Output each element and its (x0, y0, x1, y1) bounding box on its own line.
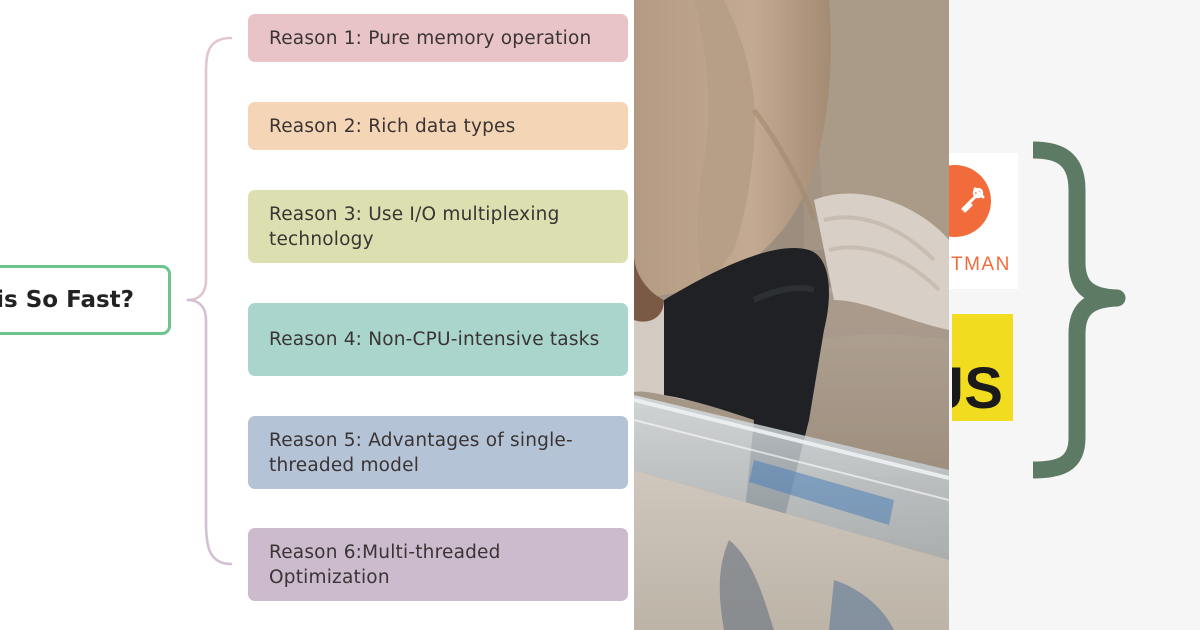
reason-2-node[interactable]: Reason 2: Rich data types (248, 102, 628, 150)
reason-4-label: Reason 4: Non-CPU-intensive tasks (269, 329, 600, 350)
mind-map: is So Fast? Reason 1: Pure memory operat… (0, 14, 628, 601)
reason-6-node[interactable]: Reason 6:Multi-threaded Optimization (248, 528, 628, 601)
postman-rocket-icon (949, 165, 991, 237)
reason-3-label: Reason 3: Use I/O multiplexing technolog… (269, 203, 560, 250)
reason-1-node[interactable]: Reason 1: Pure memory operation (248, 14, 628, 62)
person-on-sofa-photo (634, 0, 949, 630)
postman-wordmark: TMAN (951, 254, 1011, 275)
photo-illustration (634, 0, 949, 630)
reason-4-node[interactable]: Reason 4: Non-CPU-intensive tasks (248, 303, 628, 376)
reason-1-label: Reason 1: Pure memory operation (269, 27, 592, 49)
reason-3-node[interactable]: Reason 3: Use I/O multiplexing technolog… (248, 190, 628, 263)
central-topic-label: is So Fast? (0, 287, 134, 313)
central-topic-node[interactable]: is So Fast? (0, 265, 171, 335)
reason-5-node[interactable]: Reason 5: Advantages of single-threaded … (248, 416, 628, 489)
connector-upper (186, 36, 233, 302)
reason-5-label: Reason 5: Advantages of single-threaded … (269, 429, 573, 476)
javascript-icon: JS (952, 356, 1003, 421)
tool-logos-panel: TMAN JS (949, 0, 1200, 630)
postman-logo: TMAN (949, 153, 1018, 289)
right-brace-icon (1032, 141, 1126, 479)
reason-2-label: Reason 2: Rich data types (269, 115, 516, 137)
reason-6-label: Reason 6:Multi-threaded Optimization (269, 541, 501, 588)
javascript-logo: JS (952, 314, 1013, 421)
connector-lower (186, 298, 233, 566)
